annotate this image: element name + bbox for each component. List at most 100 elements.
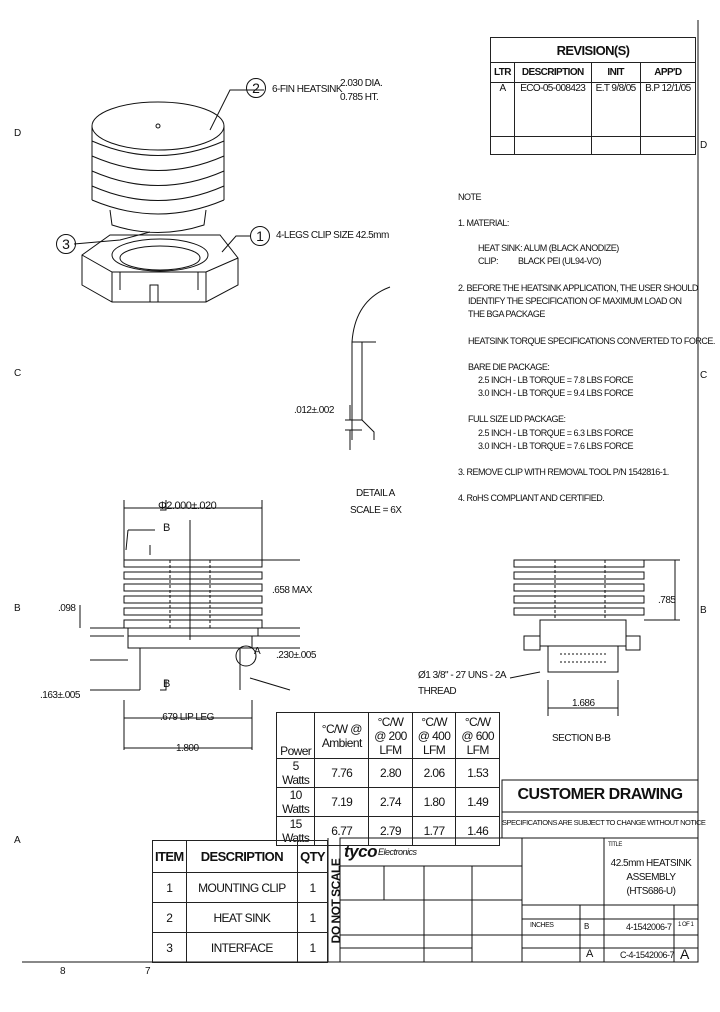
rev-header-description: DESCRIPTION xyxy=(513,62,592,83)
revision-title: REVISION(S) xyxy=(490,37,696,63)
bom-cell: HEAT SINK xyxy=(185,902,299,933)
note-heading: NOTE xyxy=(458,192,482,202)
therm-cell: 1.77 xyxy=(411,816,457,846)
title-line-1: 42.5mm HEATSINK xyxy=(610,858,692,869)
bom-cell: 3 xyxy=(152,932,187,963)
frame-mark-bottom-8: 8 xyxy=(60,966,66,977)
size-a-value: A xyxy=(586,948,593,960)
section-view-drawing xyxy=(509,559,680,716)
section-label: SECTION B-B xyxy=(552,733,611,744)
thermal-table: Power °C/W @ Ambient °C/W @ 200 LFM °C/W… xyxy=(275,712,500,846)
therm-cell: 2.06 xyxy=(411,758,457,788)
frame-mark-left-c: C xyxy=(14,368,21,379)
front-230-dim: .230±.005 xyxy=(276,650,316,661)
section-mark-top: B xyxy=(163,522,170,534)
bom-header-description: DESCRIPTION xyxy=(185,840,299,873)
callout-clip-balloon: 1 xyxy=(250,226,270,246)
bom-cell: 1 xyxy=(297,902,328,933)
therm-header-ambient: °C/W @ Ambient xyxy=(314,712,370,759)
frame-mark-left-b: B xyxy=(14,603,21,614)
frame-mark-right-c: C xyxy=(700,370,707,381)
note-bare-2: 3.0 INCH - LB TORQUE = 9.4 LBS FORCE xyxy=(478,388,633,398)
customer-drawing-sub: SPECIFICATIONS ARE SUBJECT TO CHANGE WIT… xyxy=(502,818,706,827)
therm-cell: 5 Watts xyxy=(275,758,316,788)
front-098-dim: .098 xyxy=(58,603,76,614)
front-dia-value: 2.000±.020 xyxy=(166,500,217,512)
title-line-3: (HTS686-U) xyxy=(626,886,676,897)
front-max-dim: .658 MAX xyxy=(272,585,312,596)
title-line-2: ASSEMBLY xyxy=(626,872,676,883)
rev-header-ltr: LTR xyxy=(490,62,515,83)
detail-a-title: DETAIL A xyxy=(356,488,395,499)
frame-mark-left-a: A xyxy=(14,835,21,846)
revision-letter: A xyxy=(680,946,689,962)
rev-description: ECO-05-008423 xyxy=(513,82,592,137)
therm-header-600: °C/W @ 600 LFM xyxy=(455,712,500,759)
units-value: INCHES xyxy=(530,922,554,929)
thread-spec: Ø1 3/8" - 27 UNS - 2A xyxy=(418,670,507,681)
do-not-scale-label: DO NOT SCALE xyxy=(329,858,343,944)
section-1686-dim: 1.686 xyxy=(572,698,595,709)
bom-cell: 2 xyxy=(152,902,187,933)
note-lid-heading: FULL SIZE LID PACKAGE: xyxy=(468,414,566,424)
therm-header-400: °C/W @ 400 LFM xyxy=(411,712,457,759)
note-3: 3. REMOVE CLIP WITH REMOVAL TOOL P/N 154… xyxy=(458,467,669,477)
rev-header-appd: APP'D xyxy=(639,62,697,83)
note-1a: HEAT SINK: ALUM (BLACK ANODIZE) xyxy=(478,243,619,253)
thread-label: THREAD xyxy=(418,686,457,697)
therm-cell: 1.53 xyxy=(455,758,500,788)
customer-drawing-title: CUSTOMER DRAWING xyxy=(517,786,683,803)
detail-a-scale: SCALE = 6X xyxy=(350,505,402,516)
callout-heatsink-dia: 2.030 DIA. xyxy=(340,78,383,89)
therm-cell: 10 Watts xyxy=(275,787,316,817)
section-mark-bottom: B xyxy=(163,678,170,690)
revision-table: REVISION(S) LTR DESCRIPTION INIT APP'D A… xyxy=(490,37,697,155)
frame-mark-left-d: D xyxy=(14,128,21,139)
detail-a-drawing xyxy=(345,286,391,450)
title-label: TITLE xyxy=(608,842,622,848)
note-2d: HEATSINK TORQUE SPECIFICATIONS CONVERTED… xyxy=(468,336,715,346)
note-4: 4. RoHS COMPLIANT AND CERTIFIED. xyxy=(458,493,605,503)
therm-cell: 1.80 xyxy=(411,787,457,817)
note-2b: IDENTIFY THE SPECIFICATION OF MAXIMUM LO… xyxy=(468,296,682,306)
callout-heatsink-balloon: 2 xyxy=(246,78,266,98)
part-number: 4-1542006-7 xyxy=(626,922,672,932)
callout-heatsink-ht: 0.785 HT. xyxy=(340,92,379,103)
therm-cell: 7.19 xyxy=(314,787,370,817)
bom-cell: INTERFACE xyxy=(185,932,299,963)
detail-a-mark: A xyxy=(254,646,261,657)
therm-cell: 2.74 xyxy=(368,787,413,817)
brand-logo-sub: Electronics xyxy=(378,847,417,857)
rev-appd: B.P 12/1/05 xyxy=(639,82,697,137)
therm-cell: 1.49 xyxy=(455,787,500,817)
therm-cell: 2.80 xyxy=(368,758,413,788)
front-lip-dim: .679 LIP LEG xyxy=(160,712,214,723)
clip-3d-illustration xyxy=(81,234,239,303)
callout-clip-label: 4-LEGS CLIP SIZE 42.5mm xyxy=(276,230,389,241)
therm-cell: 2.79 xyxy=(368,816,413,846)
bom-cell: 1 xyxy=(152,872,187,903)
bom-header-qty: QTY xyxy=(297,840,328,873)
bom-header-item: ITEM xyxy=(152,840,187,873)
detail-a-dim: .012±.002 xyxy=(294,405,334,416)
therm-header-200: °C/W @ 200 LFM xyxy=(368,712,413,759)
diameter-icon: Φ xyxy=(158,500,167,512)
rev-header-init: INIT xyxy=(590,62,641,83)
bom-cell: 1 xyxy=(297,932,328,963)
bom-cell: MOUNTING CLIP xyxy=(185,872,299,903)
note-1: 1. MATERIAL: xyxy=(458,218,509,228)
note-2: 2. BEFORE THE HEATSINK APPLICATION, THE … xyxy=(458,283,698,293)
bom-cell: 1 xyxy=(297,872,328,903)
therm-header-power: Power xyxy=(275,712,316,759)
sheet-value: 1 OF 1 xyxy=(678,922,694,928)
frame-mark-right-b: B xyxy=(700,605,707,616)
note-bare-1: 2.5 INCH - LB TORQUE = 7.8 LBS FORCE xyxy=(478,375,633,385)
front-1800-dim: 1.800 xyxy=(176,743,199,754)
section-785-dim: .785 xyxy=(658,595,676,606)
rev-init: E.T 9/8/05 xyxy=(590,82,641,137)
therm-cell: 1.46 xyxy=(455,816,500,846)
callout-heatsink-label: 6-FIN HEATSINK xyxy=(272,84,343,95)
front-dia-dim: Φ2.000±.020 xyxy=(158,500,217,512)
